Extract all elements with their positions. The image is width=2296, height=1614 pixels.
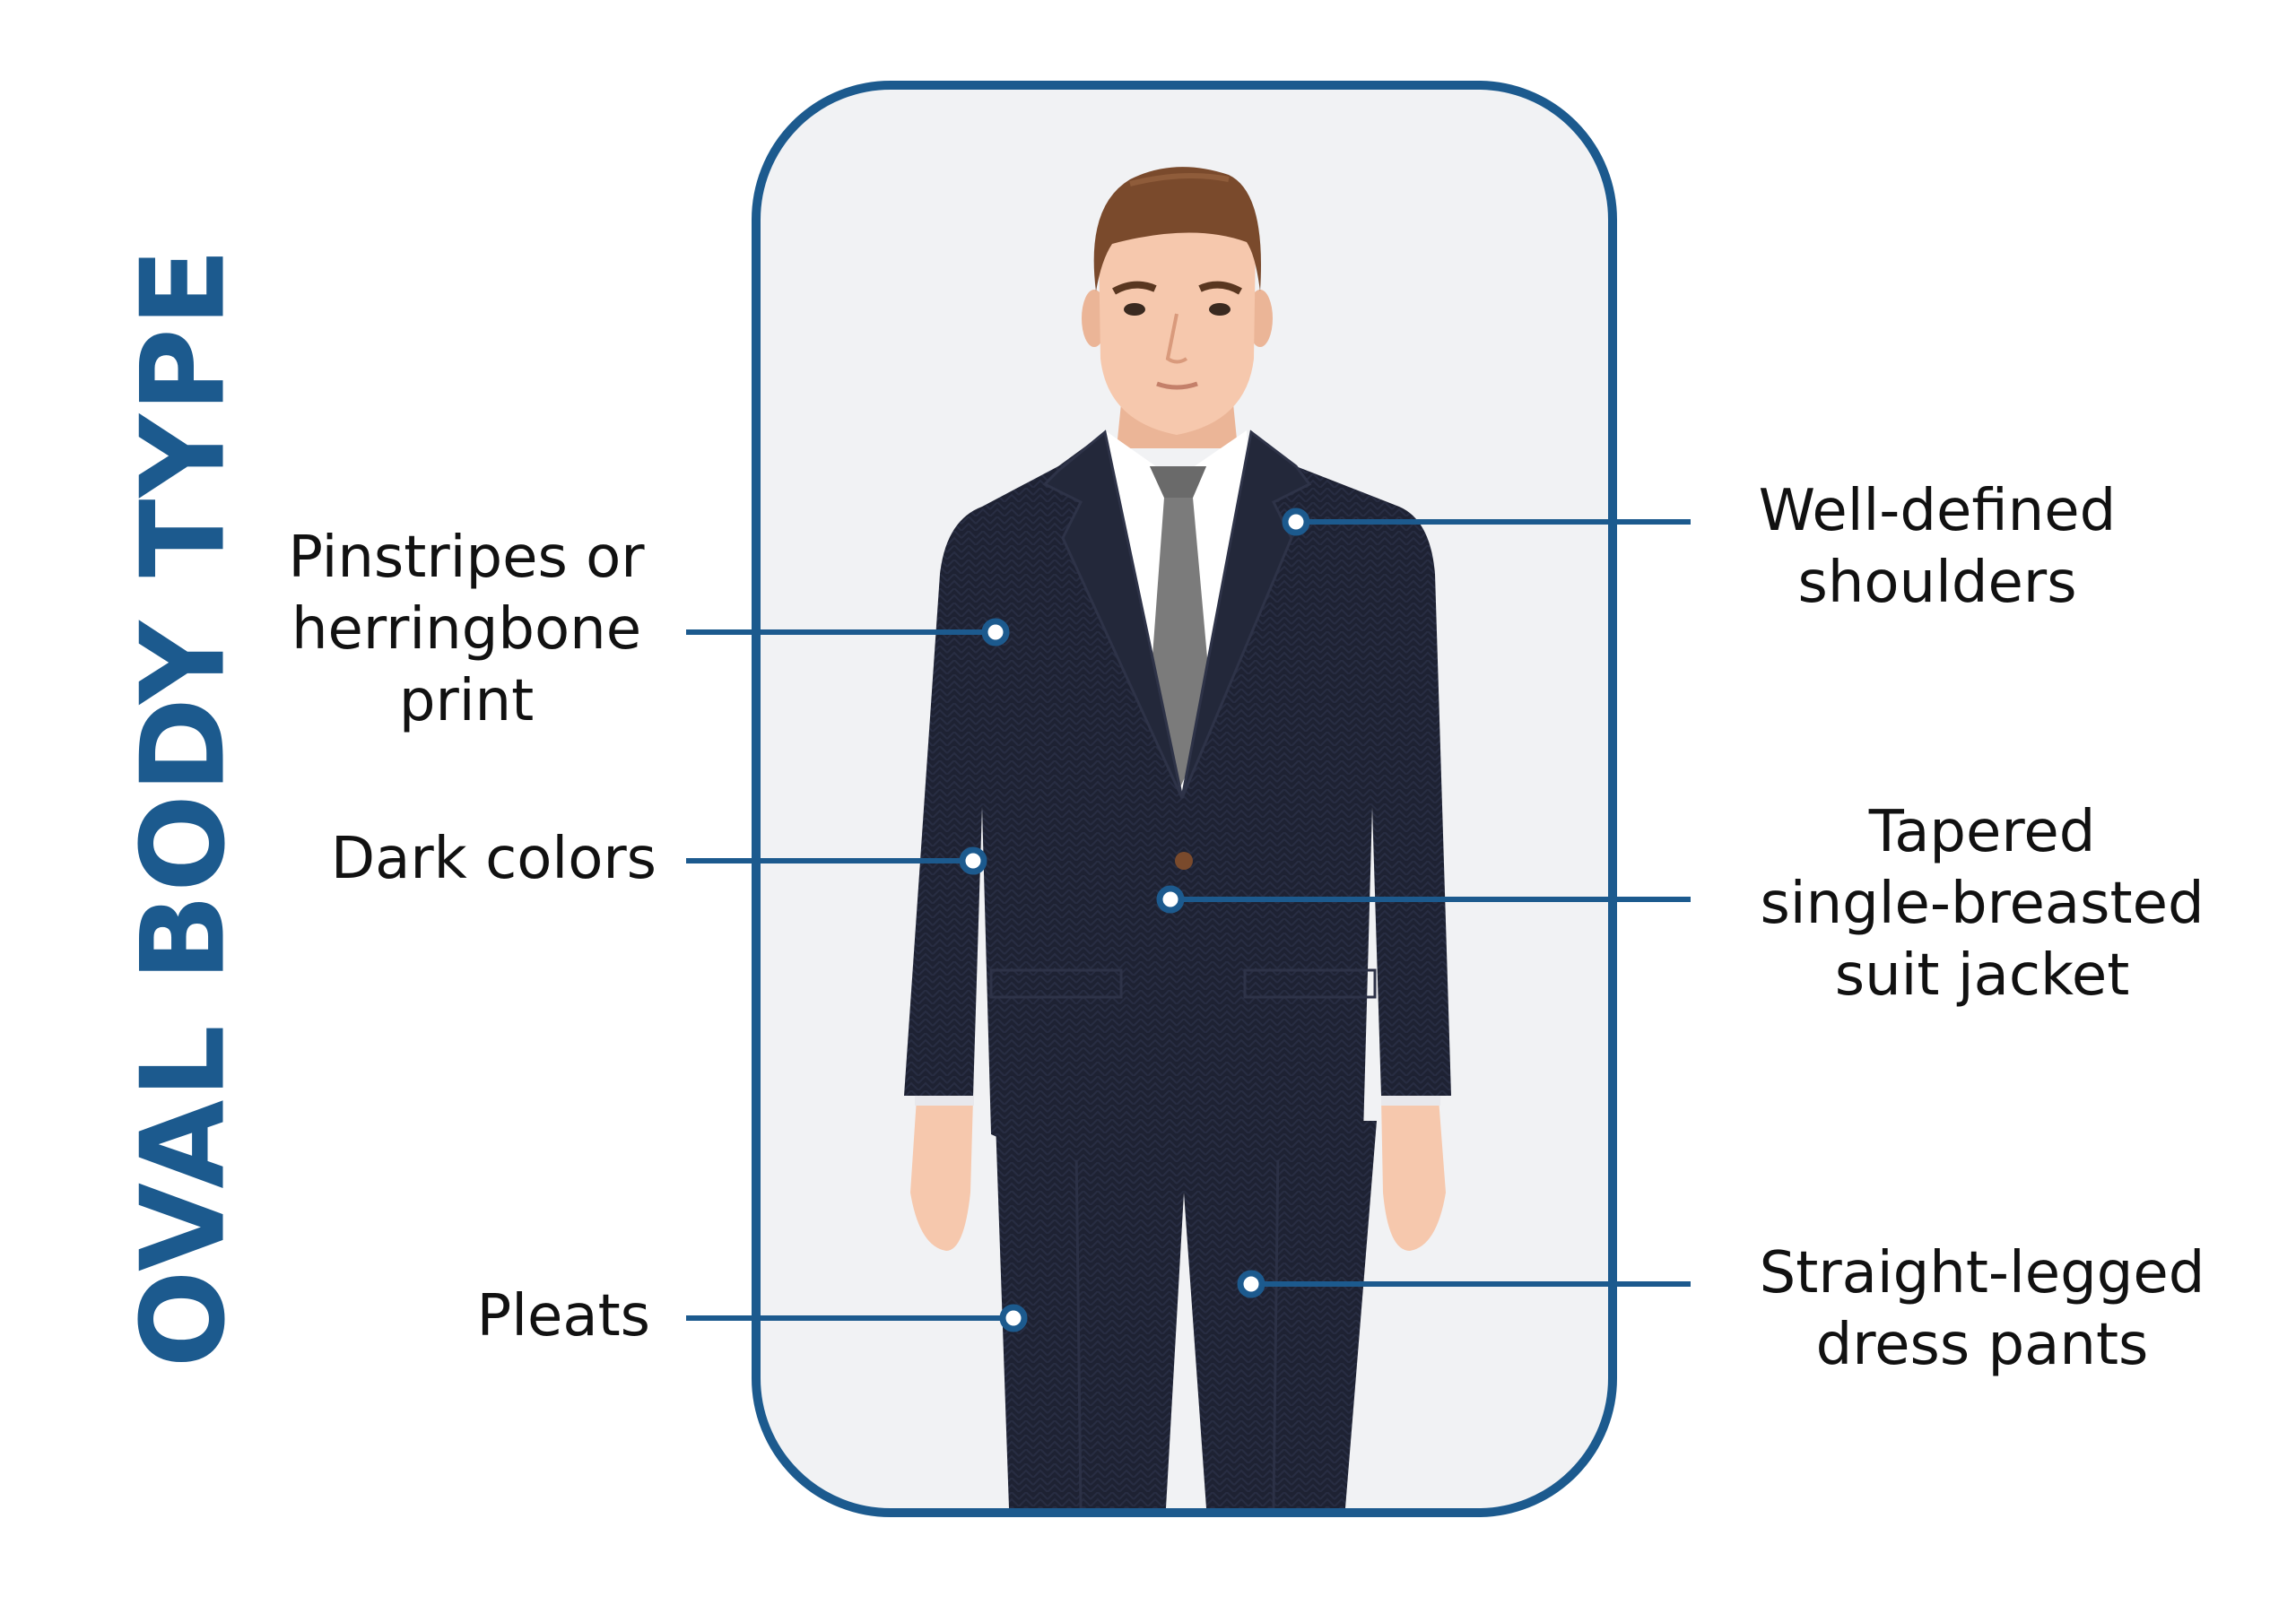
callout-dark-colors: Dark colors [330, 826, 657, 892]
jacket-dot [1156, 885, 1185, 914]
right-lapel [1180, 430, 1312, 799]
jacket-button [1175, 852, 1193, 870]
nose [1165, 313, 1188, 364]
mouth [1156, 381, 1198, 390]
right-hand [1381, 1098, 1446, 1251]
shoulders-dot [1282, 508, 1310, 536]
callout-dots [959, 508, 1310, 1332]
callout-jacket: Tapered single-breasted suit jacket [1760, 799, 2205, 1009]
trousers [996, 1121, 1377, 1508]
right-pocket [1243, 968, 1377, 999]
right-eyebrow [1198, 281, 1242, 295]
pants-dot [1237, 1270, 1265, 1298]
left-eyebrow [1112, 281, 1157, 295]
left-pocket [989, 968, 1123, 999]
face [1099, 184, 1256, 435]
hair [1093, 167, 1261, 291]
callout-shoulders: Well-defined shoulders [1758, 478, 2117, 616]
pinstripes-dot [981, 618, 1010, 646]
callout-pinstripes: Pinstripes or herringbone print [288, 525, 645, 734]
left-hand [910, 1098, 973, 1251]
callout-pants: Straight-legged dress pants [1759, 1240, 2205, 1378]
jacket [904, 432, 1451, 1167]
right-eye [1209, 303, 1231, 316]
left-eye [1124, 303, 1145, 316]
callout-pleats: Pleats [476, 1283, 650, 1349]
leader-lines [686, 519, 1691, 1321]
pleats-dot [999, 1304, 1028, 1332]
dark-colors-dot [959, 846, 987, 875]
